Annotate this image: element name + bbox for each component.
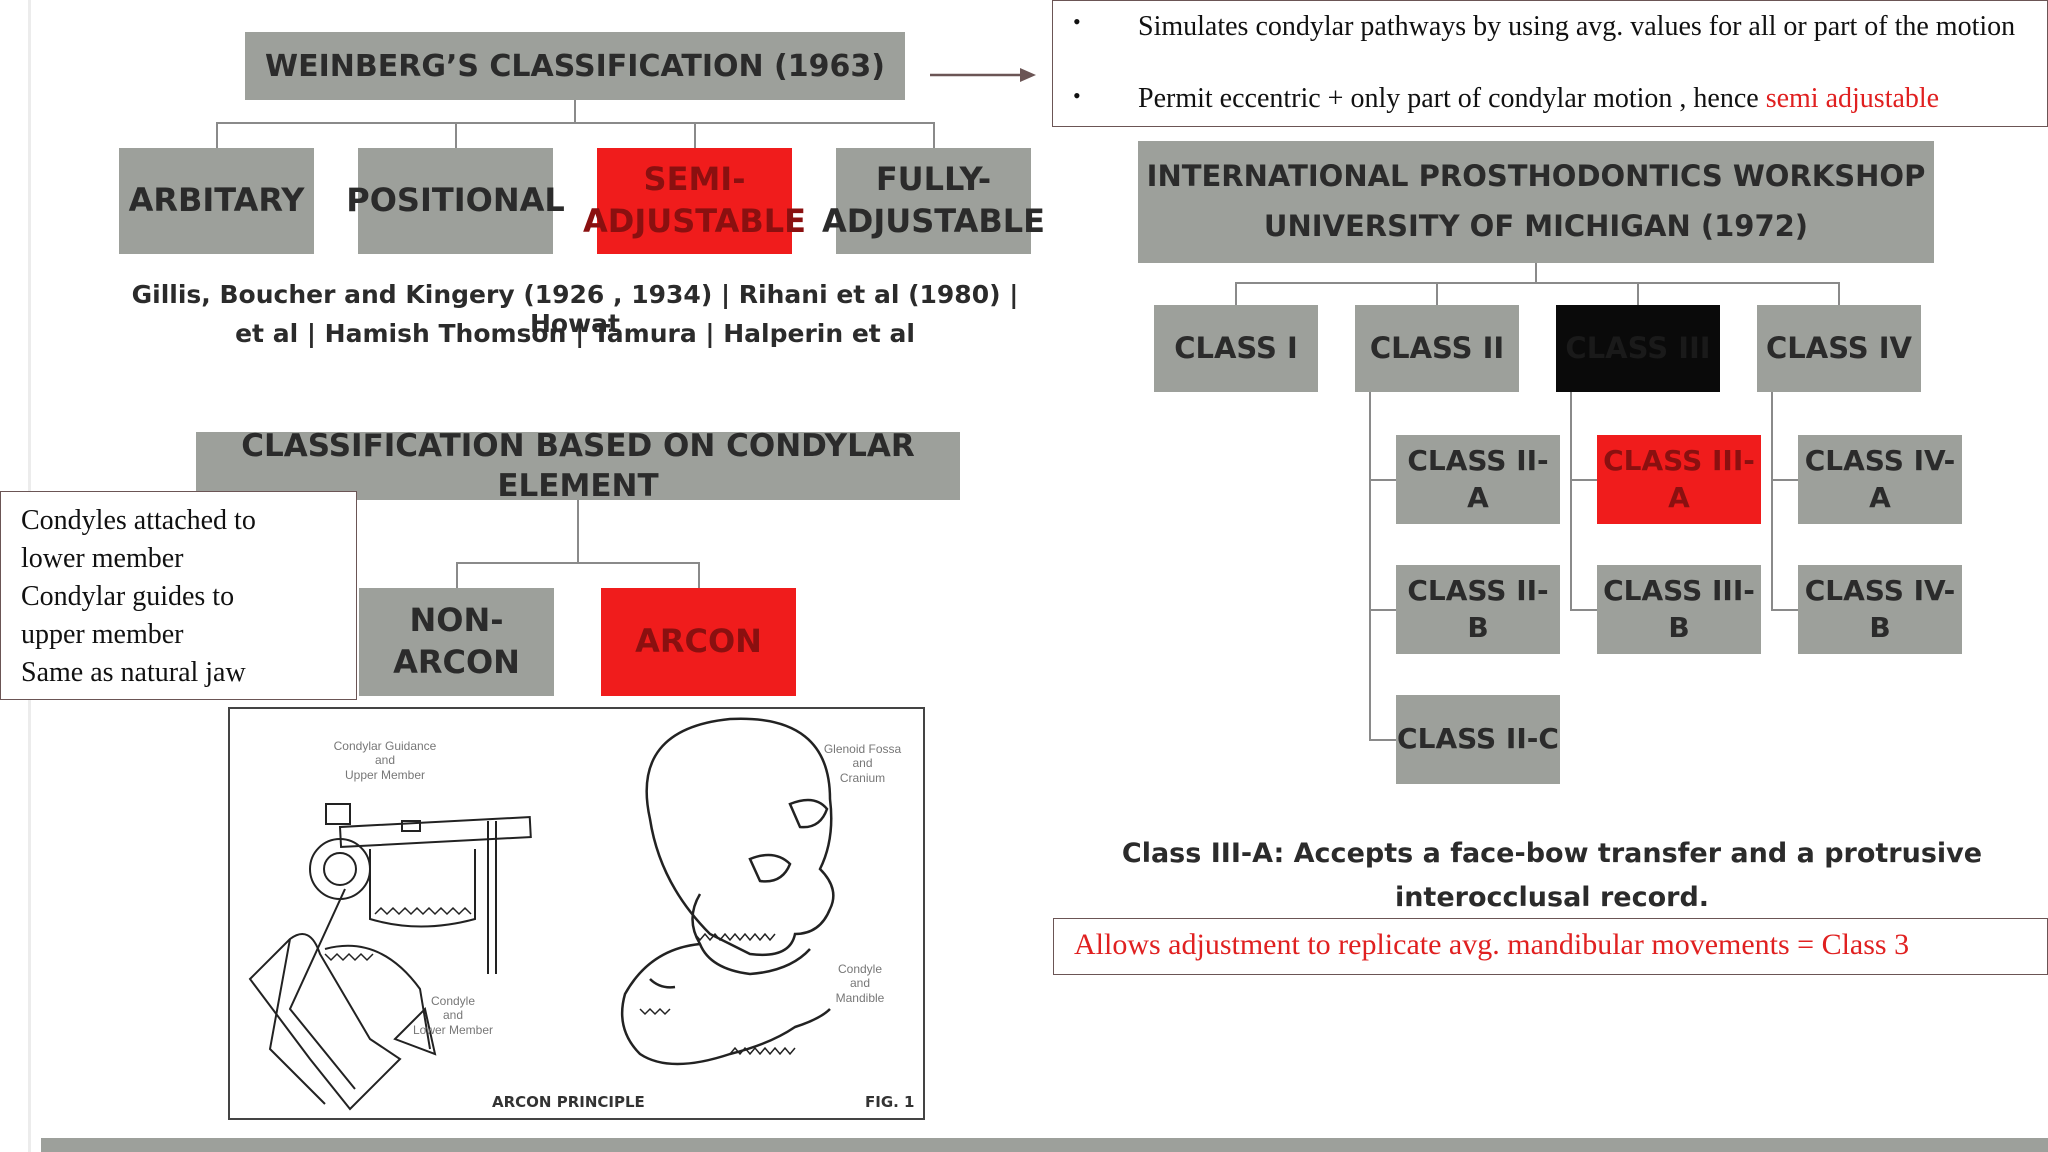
connector <box>1570 609 1597 611</box>
condylar-arcon: ARCON <box>601 588 796 696</box>
michigan-class-3b: CLASS III- B <box>1597 565 1761 654</box>
weinberg-title: WEINBERG’S CLASSIFICATION (1963) <box>245 32 905 100</box>
figure-label-glenoid-fossa: Glenoid Fossa and Cranium <box>823 742 902 785</box>
note-bullet-1: Simulates condylar pathways by using avg… <box>1138 11 2016 42</box>
michigan-class-4a: CLASS IV- A <box>1798 435 1962 524</box>
michigan-class-3a: CLASS III- A <box>1597 435 1761 524</box>
bullet-icon: • <box>1073 9 1081 34</box>
weinberg-semi-adjustable: SEMI- ADJUSTABLE <box>583 148 806 254</box>
connector <box>1235 282 1237 305</box>
connector <box>1771 392 1773 611</box>
figure-label-upper-member: Condylar Guidance and Upper Member <box>333 739 437 782</box>
connector <box>698 562 700 588</box>
michigan-title-line2: UNIVERSITY OF MICHIGAN (1972) <box>1263 209 1809 243</box>
condylar-title: CLASSIFICATION BASED ON CONDYLAR ELEMENT <box>196 428 960 504</box>
michigan-class-2a: CLASS II- A <box>1396 435 1560 524</box>
bullet-icon: • <box>1073 83 1081 108</box>
weinberg-authors-line2: et al | Hamish Thomson | Tamura | Halper… <box>235 319 915 348</box>
arcon-figure: Condylar Guidance and Upper Member Condy… <box>228 707 925 1120</box>
weinberg-fully-adjustable: FULLY- ADJUSTABLE <box>822 148 1045 254</box>
michigan-title: INTERNATIONAL PROSTHODONTICS WORKSHOP UN… <box>1138 141 1934 263</box>
michigan-class-2b: CLASS II- B <box>1396 565 1560 654</box>
semi-adjustable-note: • Simulates condylar pathways by using a… <box>1052 0 2048 127</box>
michigan-class-2: CLASS II <box>1355 305 1519 392</box>
connector <box>933 122 935 148</box>
connector <box>574 100 576 124</box>
arcon-note-line: lower member <box>21 543 184 574</box>
arcon-note-line: Condylar guides to <box>21 581 235 612</box>
connector <box>1369 609 1396 611</box>
figure-number: FIG. 1 <box>865 1093 915 1111</box>
connector <box>456 562 700 564</box>
michigan-class-2c: CLASS II-C <box>1396 695 1560 784</box>
weinberg-authors-line1: Gillis, Boucher and Kingery (1926 , 1934… <box>131 280 1019 338</box>
figure-label-mandible: Condyle and Mandible <box>835 962 885 1005</box>
connector <box>1771 609 1798 611</box>
figure-label-lower-member: Condyle and Lower Member <box>412 994 494 1037</box>
michigan-class-4: CLASS IV <box>1757 305 1921 392</box>
class3-note: Allows adjustment to replicate avg. mand… <box>1053 918 2048 975</box>
michigan-class-3: CLASS III <box>1556 305 1720 392</box>
connector <box>1838 282 1840 305</box>
figure-caption: ARCON PRINCIPLE <box>492 1093 645 1111</box>
note-bullet-2: Permit eccentric + only part of condylar… <box>1138 81 2038 117</box>
weinberg-arbitary: ARBITARY <box>119 148 314 254</box>
connector <box>1436 282 1438 305</box>
note-bullet-2-highlight: semi adjustable <box>1765 83 1940 114</box>
connector <box>456 562 458 588</box>
connector <box>1369 479 1396 481</box>
arcon-note-line: upper member <box>21 619 184 650</box>
connector <box>577 500 579 564</box>
arcon-note-line: Condyles attached to <box>21 505 256 536</box>
connector <box>455 122 457 148</box>
connector <box>216 122 218 148</box>
connector <box>1369 392 1371 741</box>
connector <box>1570 479 1597 481</box>
class3-note-text: Allows adjustment to replicate avg. mand… <box>1074 928 1910 961</box>
connector <box>694 122 696 148</box>
footer-bar <box>41 1138 2048 1152</box>
articulator-illustration <box>248 717 835 1111</box>
arcon-note-line: Same as natural jaw <box>21 657 246 688</box>
condylar-non-arcon: NON- ARCON <box>359 588 554 696</box>
class3a-description: Class III-A: Accepts a face-bow transfer… <box>1121 838 1983 913</box>
weinberg-positional: POSITIONAL <box>346 148 565 254</box>
michigan-title-line1: INTERNATIONAL PROSTHODONTICS WORKSHOP <box>1146 159 1926 194</box>
michigan-class-4b: CLASS IV- B <box>1798 565 1962 654</box>
arcon-note: Condyles attached to lower member Condyl… <box>0 491 357 700</box>
connector <box>1369 739 1396 741</box>
connector <box>1535 263 1537 284</box>
connector <box>1235 282 1840 284</box>
connector <box>1771 479 1798 481</box>
michigan-class-1: CLASS I <box>1154 305 1318 392</box>
connector <box>216 122 935 124</box>
arrow-right-icon <box>930 68 1036 82</box>
connector <box>1570 392 1572 611</box>
note-bullet-2-text: Permit eccentric + only part of condylar… <box>1138 83 1766 114</box>
connector <box>1637 282 1639 305</box>
